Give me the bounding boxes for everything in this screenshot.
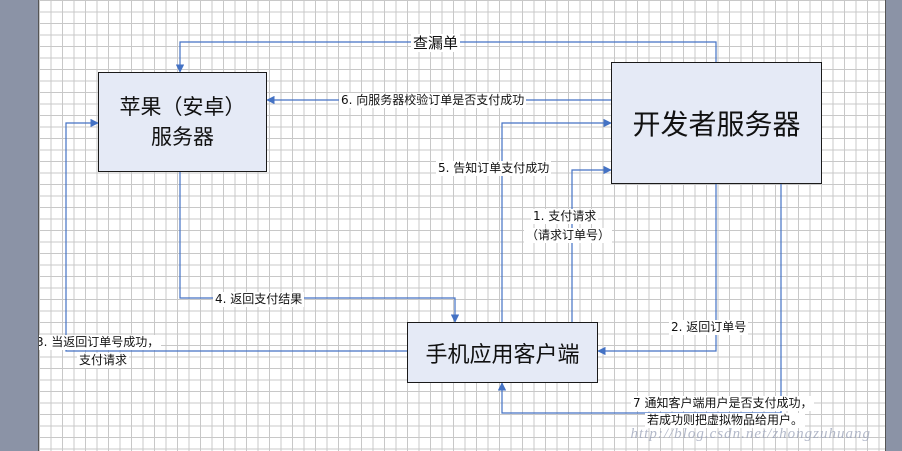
diagram-canvas: 苹果（安卓） 服务器 开发者服务器 手机应用客户端 查漏单 6. 向服务器校验订… xyxy=(38,0,886,451)
label-notify-client-2: 若成功则把虚拟物品给用户。 xyxy=(645,413,806,428)
apple-server-label-line1: 苹果（安卓） xyxy=(119,95,246,119)
apple-server-label-line2: 服务器 xyxy=(151,125,214,149)
mobile-client-node: 手机应用客户端 xyxy=(407,322,598,383)
edge-return-result xyxy=(179,172,460,323)
label-notify-paid: 5. 告知订单支付成功 xyxy=(436,161,552,176)
edge-notify-paid xyxy=(501,118,612,322)
label-verify: 6. 向服务器校验订单是否支付成功 xyxy=(339,93,527,108)
label-order-success-2: 支付请求 xyxy=(77,353,130,368)
edge-order-success xyxy=(65,118,407,352)
edge-pay-request xyxy=(571,165,612,322)
label-order-success-1: 3. 当返回订单号成功， xyxy=(39,335,162,350)
edge-return-order xyxy=(597,184,717,356)
developer-server-node: 开发者服务器 xyxy=(611,62,822,184)
label-check-missing: 查漏单 xyxy=(411,34,461,52)
edge-notify-client xyxy=(497,184,782,414)
label-pay-request-2: （请求订单号） xyxy=(524,228,613,243)
label-notify-client-1: 7 通知客户端用户是否支付成功， xyxy=(631,396,815,411)
label-return-order: 2. 返回订单号 xyxy=(669,320,749,335)
label-return-result: 4. 返回支付结果 xyxy=(213,292,305,307)
mobile-client-label: 手机应用客户端 xyxy=(425,342,580,368)
developer-server-label: 开发者服务器 xyxy=(632,108,801,141)
label-pay-request-1: 1. 支付请求 xyxy=(531,209,599,224)
watermark: http://blog.csdn.net/zhongzuhuang xyxy=(630,426,871,442)
apple-server-node: 苹果（安卓） 服务器 xyxy=(98,72,267,172)
